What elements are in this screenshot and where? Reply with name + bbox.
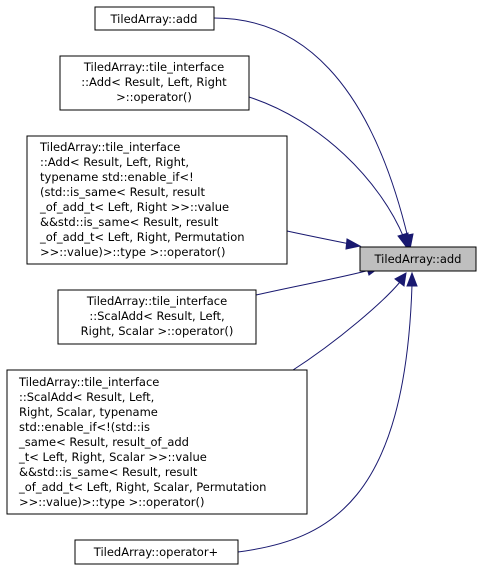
- node-target[interactable]: TiledArray::add: [359, 246, 477, 272]
- node-caller-add-box: [94, 6, 215, 31]
- node-caller-add[interactable]: TiledArray::add: [94, 6, 215, 31]
- node-caller-tile-interface-scaladd-enable-if-line-6: _t< Left, Right, Scalar >>::value: [18, 450, 207, 464]
- node-caller-tile-interface-add-enable-if-line-6: &&std::is_same< Result, result: [40, 215, 219, 229]
- node-caller-add-label: TiledArray::add: [110, 12, 198, 26]
- node-caller-tile-interface-add-enable-if-box: [26, 135, 288, 265]
- edge-operator-plus-to-add: [237, 284, 413, 553]
- node-caller-tile-interface-add[interactable]: TiledArray::tile_interface ::Add< Result…: [59, 55, 250, 111]
- node-caller-tile-interface-scaladd-enable-if-line-9: >>::value)>::type >::operator(): [19, 495, 204, 509]
- node-caller-tile-interface-add-enable-if-line-8: >>::value)>::type >::operator(): [40, 245, 225, 259]
- node-caller-tile-interface-scaladd-enable-if-line-8: _of_add_t< Left, Right, Scalar, Permutat…: [18, 480, 266, 494]
- edge-tile-interface-add-arrowhead: [397, 232, 409, 251]
- node-caller-tile-interface-scaladd-enable-if-line-4: std::enable_if<!(std::is: [19, 420, 150, 434]
- node-caller-tile-interface-add-enable-if-line-5: _of_add_t< Left, Right >>::value: [39, 200, 229, 214]
- node-caller-operator-plus[interactable]: TiledArray::operator+: [74, 539, 239, 565]
- edge-tile-interface-add-to-add: [248, 96, 405, 239]
- node-caller-tile-interface-add-enable-if-line-3: typename std::enable_if<!: [40, 170, 194, 184]
- node-caller-tile-interface-add-line-1: TiledArray::tile_interface: [83, 60, 224, 74]
- node-caller-tile-interface-scaladd-box: [57, 289, 257, 345]
- node-caller-tile-interface-scaladd-enable-if-line-5: _same< Result, result_of_add: [18, 435, 189, 449]
- node-caller-tile-interface-add-enable-if-line-7: _of_add_t< Left, Right, Permutation: [39, 230, 245, 244]
- edge-add-to-add: [213, 17, 409, 239]
- edge-operator-plus-arrowhead: [406, 271, 418, 287]
- node-caller-tile-interface-scaladd-enable-if-line-1: TiledArray::tile_interface: [18, 375, 159, 389]
- edge-tile-interface-scaladd-enable-if-arrowhead: [394, 272, 407, 287]
- node-caller-tile-interface-scaladd[interactable]: TiledArray::tile_interface ::ScalAdd< Re…: [57, 289, 257, 345]
- edge-tile-interface-add-enable-if-arrowhead: [345, 238, 362, 250]
- node-caller-tile-interface-add-line-2: ::Add< Result, Left, Right: [81, 75, 227, 89]
- node-caller-tile-interface-add-enable-if[interactable]: TiledArray::tile_interface ::Add< Result…: [26, 135, 288, 265]
- edge-tile-interface-scaladd-enable-if-to-add: [289, 281, 401, 373]
- node-caller-tile-interface-scaladd-line-2: ::ScalAdd< Result, Left,: [89, 309, 224, 323]
- node-caller-operator-plus-box: [74, 539, 239, 565]
- node-caller-tile-interface-scaladd-enable-if-line-3: Right, Scalar, typename: [19, 405, 158, 419]
- edge-tile-interface-add-enable-if-to-add: [286, 230, 351, 245]
- node-target-label: TiledArray::add: [374, 252, 462, 266]
- node-caller-tile-interface-add-box: [59, 55, 250, 111]
- node-caller-tile-interface-scaladd-enable-if-line-7: &&std::is_same< Result, result: [19, 465, 198, 479]
- node-target-box: [359, 246, 477, 272]
- edge-tile-interface-scaladd-to-add: [255, 269, 371, 296]
- node-caller-tile-interface-scaladd-line-1: TiledArray::tile_interface: [86, 294, 227, 308]
- node-caller-tile-interface-add-line-3: >::operator(): [116, 90, 192, 104]
- node-caller-tile-interface-add-enable-if-line-4: (std::is_same< Result, result: [40, 185, 205, 199]
- node-caller-tile-interface-scaladd-enable-if-box: [6, 369, 308, 515]
- node-caller-operator-plus-label: TiledArray::operator+: [93, 545, 218, 559]
- node-caller-tile-interface-add-enable-if-line-1: TiledArray::tile_interface: [39, 140, 180, 154]
- node-caller-tile-interface-add-enable-if-line-2: ::Add< Result, Left, Right,: [40, 155, 189, 169]
- node-caller-tile-interface-scaladd-enable-if[interactable]: TiledArray::tile_interface ::ScalAdd< Re…: [6, 369, 308, 515]
- node-caller-tile-interface-scaladd-line-3: Right, Scalar >::operator(): [81, 324, 234, 338]
- node-caller-tile-interface-scaladd-enable-if-line-2: ::ScalAdd< Result, Left,: [19, 390, 154, 404]
